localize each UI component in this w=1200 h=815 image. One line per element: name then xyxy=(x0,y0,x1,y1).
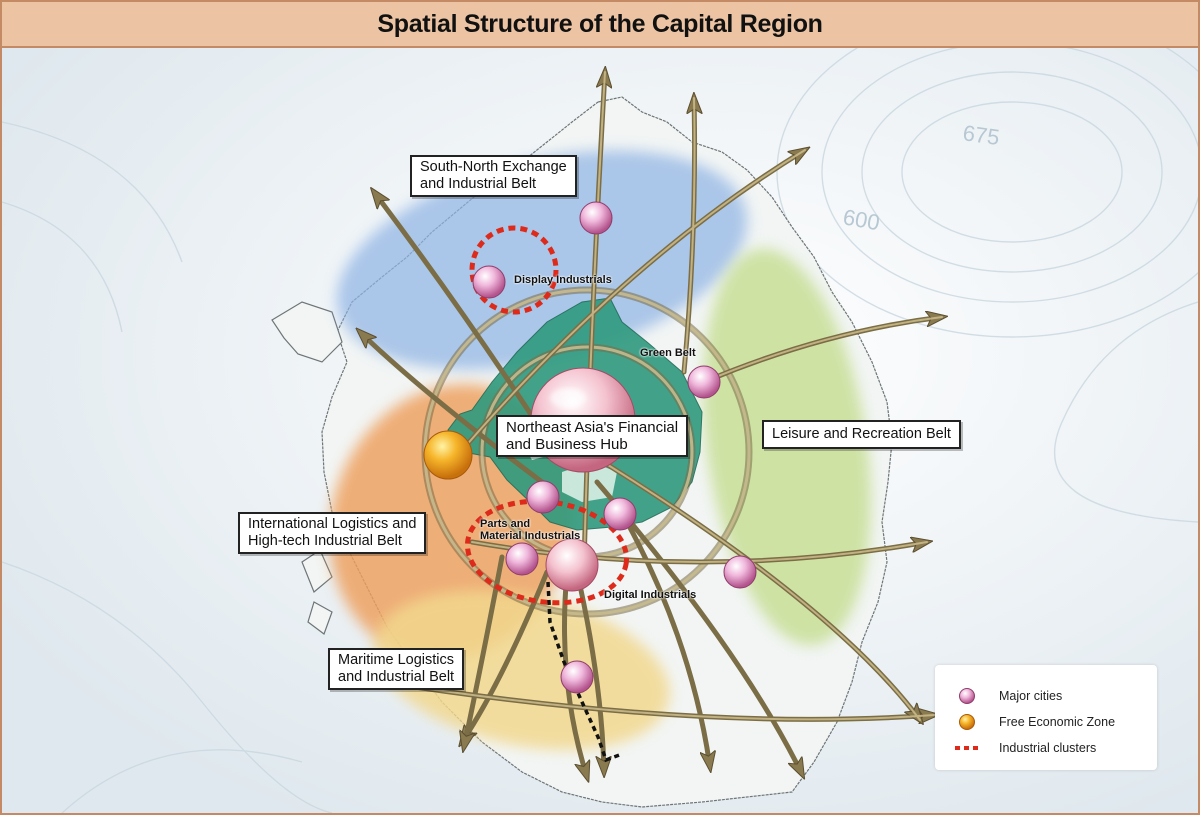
label-leisure-belt: Leisure and Recreation Belt xyxy=(762,420,961,449)
contour-lines xyxy=(2,48,1198,813)
label-intl-belt: International Logistics and High-tech In… xyxy=(238,512,427,554)
label-south-north-belt: South-North Exchange and Industrial Belt xyxy=(410,155,577,197)
label-parts-material: Parts and Material Industrials xyxy=(480,518,581,542)
label-maritime-belt: Maritime Logistics and Industrial Belt xyxy=(328,648,465,690)
free-economic-zone xyxy=(423,430,473,480)
south-north-belt-area xyxy=(336,150,748,370)
page-title: Spatial Structure of the Capital Region xyxy=(377,9,823,38)
legend-label: Major cities xyxy=(999,689,1063,703)
city-east xyxy=(687,365,721,399)
transit-line xyxy=(546,581,623,763)
free-economic-zone-icon xyxy=(959,714,975,730)
legend-row-major-cities: Major cities xyxy=(935,685,1062,707)
cluster-parts-digital xyxy=(464,498,630,606)
label-digital-industrials: Digital Industrials xyxy=(604,589,697,601)
legend-label: Free Economic Zone xyxy=(999,715,1116,729)
legend: Major cities Free Economic Zone Industri… xyxy=(935,665,1157,770)
islands xyxy=(271,301,343,635)
city-digital xyxy=(545,538,599,592)
legend-row-industrial-clusters: Industrial clusters xyxy=(935,737,1096,759)
legend-row-free-economic-zone: Free Economic Zone xyxy=(935,711,1115,733)
city-south-1 xyxy=(526,480,560,514)
city-south-2 xyxy=(603,497,637,531)
contour-mark-675: 675 xyxy=(961,120,1001,150)
label-display-industrials: Display Industrials xyxy=(514,274,612,286)
label-green-belt: Green Belt xyxy=(640,347,696,359)
legend-label: Industrial clusters xyxy=(999,741,1097,755)
city-north xyxy=(579,201,613,235)
city-parts xyxy=(505,542,539,576)
city-display xyxy=(472,265,506,299)
industrial-cluster-icon xyxy=(955,746,979,750)
title-bar: Spatial Structure of the Capital Region xyxy=(2,2,1198,48)
major-city-icon xyxy=(959,688,975,704)
label-financial-hub: Northeast Asia's Financial and Business … xyxy=(496,415,689,457)
city-maritime xyxy=(560,660,594,694)
city-southeast xyxy=(723,555,757,589)
cluster-display xyxy=(469,225,559,315)
